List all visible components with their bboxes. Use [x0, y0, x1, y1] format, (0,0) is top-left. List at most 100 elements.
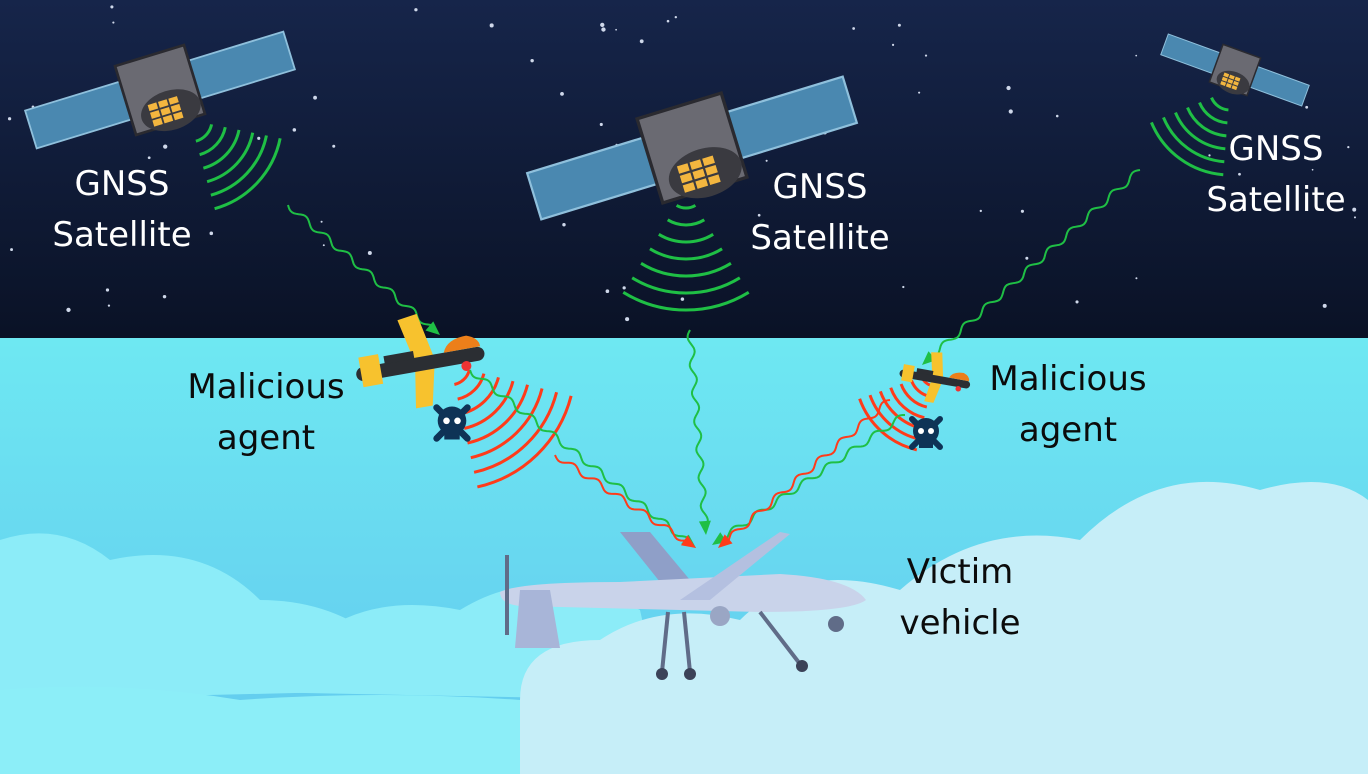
signal-wave	[467, 384, 529, 445]
svg-text:Malicious: Malicious	[989, 359, 1146, 399]
svg-text:agent: agent	[217, 418, 315, 458]
star-icon	[112, 21, 115, 24]
star-icon	[1006, 85, 1011, 91]
signal-wave	[1150, 121, 1224, 177]
star-icon	[10, 248, 13, 252]
star-icon	[605, 289, 610, 294]
satellites	[23, 30, 1310, 221]
star-icon	[1322, 303, 1327, 308]
star-icon	[1311, 168, 1314, 171]
star-icon	[320, 220, 323, 223]
star-icon	[622, 286, 626, 290]
label-satellite-left: GNSS Satellite	[52, 164, 191, 255]
svg-text:Satellite: Satellite	[750, 218, 889, 258]
svg-text:Malicious: Malicious	[187, 367, 344, 407]
arrow-head-icon	[425, 321, 440, 335]
star-icon	[918, 91, 921, 94]
signal-path	[287, 204, 433, 327]
signal-wave	[640, 262, 732, 278]
star-icon	[902, 285, 905, 289]
svg-text:GNSS: GNSS	[773, 167, 868, 207]
svg-text:Victim: Victim	[907, 552, 1014, 592]
signal-wave	[666, 218, 706, 227]
star-icon	[601, 27, 606, 32]
star-icon	[107, 304, 111, 307]
signal-wave	[658, 233, 714, 244]
star-icon	[313, 95, 317, 100]
satellite-icon	[23, 30, 297, 150]
clouds	[0, 481, 1368, 774]
star-icon	[625, 317, 630, 322]
malicious-agents	[356, 313, 971, 450]
star-icon	[639, 39, 644, 44]
signal-wave	[1210, 96, 1229, 112]
signal-path	[554, 454, 686, 542]
svg-text:GNSS: GNSS	[75, 164, 170, 204]
signal-path	[727, 399, 891, 541]
star-icon	[1347, 145, 1350, 149]
star-icon	[292, 128, 297, 132]
star-icon	[162, 294, 167, 299]
signal-wave	[463, 380, 515, 430]
label-victim: Victim vehicle	[899, 552, 1020, 643]
signal-path	[723, 414, 905, 542]
star-icon	[1238, 172, 1241, 176]
star-icon	[600, 22, 605, 28]
signal-wave	[622, 291, 750, 312]
signal-wave	[899, 383, 928, 409]
star-icon	[1353, 216, 1356, 219]
star-icon	[891, 43, 895, 46]
signal-wave	[453, 369, 471, 386]
star-icon	[765, 159, 768, 162]
arrow-head-icon	[922, 351, 937, 365]
signal-wave	[868, 394, 920, 441]
star-icon	[757, 213, 761, 217]
signal-wave	[206, 132, 255, 184]
star-icon	[897, 23, 901, 27]
star-icon	[110, 5, 114, 9]
star-icon	[1352, 207, 1357, 212]
signal-wave	[889, 387, 925, 420]
star-icon	[105, 288, 110, 292]
arrow-head-icon	[698, 520, 711, 535]
svg-text:agent: agent	[1019, 410, 1117, 450]
star-icon	[1135, 277, 1138, 280]
signal-wave	[1162, 116, 1225, 164]
star-icon	[674, 15, 678, 19]
star-icon	[1020, 209, 1024, 213]
star-icon	[414, 8, 418, 12]
signal-wave	[631, 276, 741, 295]
signal-path	[932, 169, 1141, 359]
star-icon	[599, 122, 603, 127]
star-icon	[322, 244, 325, 247]
skull-icon	[909, 416, 943, 450]
star-icon	[332, 144, 336, 148]
star-icon	[163, 144, 168, 149]
star-icon	[852, 27, 856, 30]
signal-wave	[199, 126, 227, 157]
svg-text:GNSS: GNSS	[1229, 129, 1324, 169]
star-icon	[489, 23, 494, 28]
skull-icon	[433, 404, 471, 442]
satellite-icon	[525, 75, 859, 221]
svg-text:vehicle: vehicle	[899, 603, 1020, 643]
star-icon	[1008, 109, 1013, 114]
label-satellite-right: GNSS Satellite	[1206, 129, 1345, 220]
star-icon	[1055, 114, 1059, 118]
signal-wave	[470, 388, 544, 460]
svg-text:Satellite: Satellite	[1206, 180, 1345, 220]
star-icon	[367, 250, 372, 255]
star-icon	[979, 209, 982, 213]
label-satellite-center: GNSS Satellite	[750, 167, 889, 258]
star-icon	[1305, 105, 1309, 109]
arrow-head-icon	[681, 535, 696, 548]
star-icon	[666, 19, 670, 23]
star-icon	[1208, 154, 1211, 157]
arrow-head-icon	[718, 534, 733, 548]
star-icon	[66, 307, 71, 313]
signal-path	[686, 329, 709, 522]
star-icon	[924, 54, 928, 57]
star-icon	[615, 28, 617, 31]
label-agent-left: Malicious agent	[187, 367, 344, 458]
